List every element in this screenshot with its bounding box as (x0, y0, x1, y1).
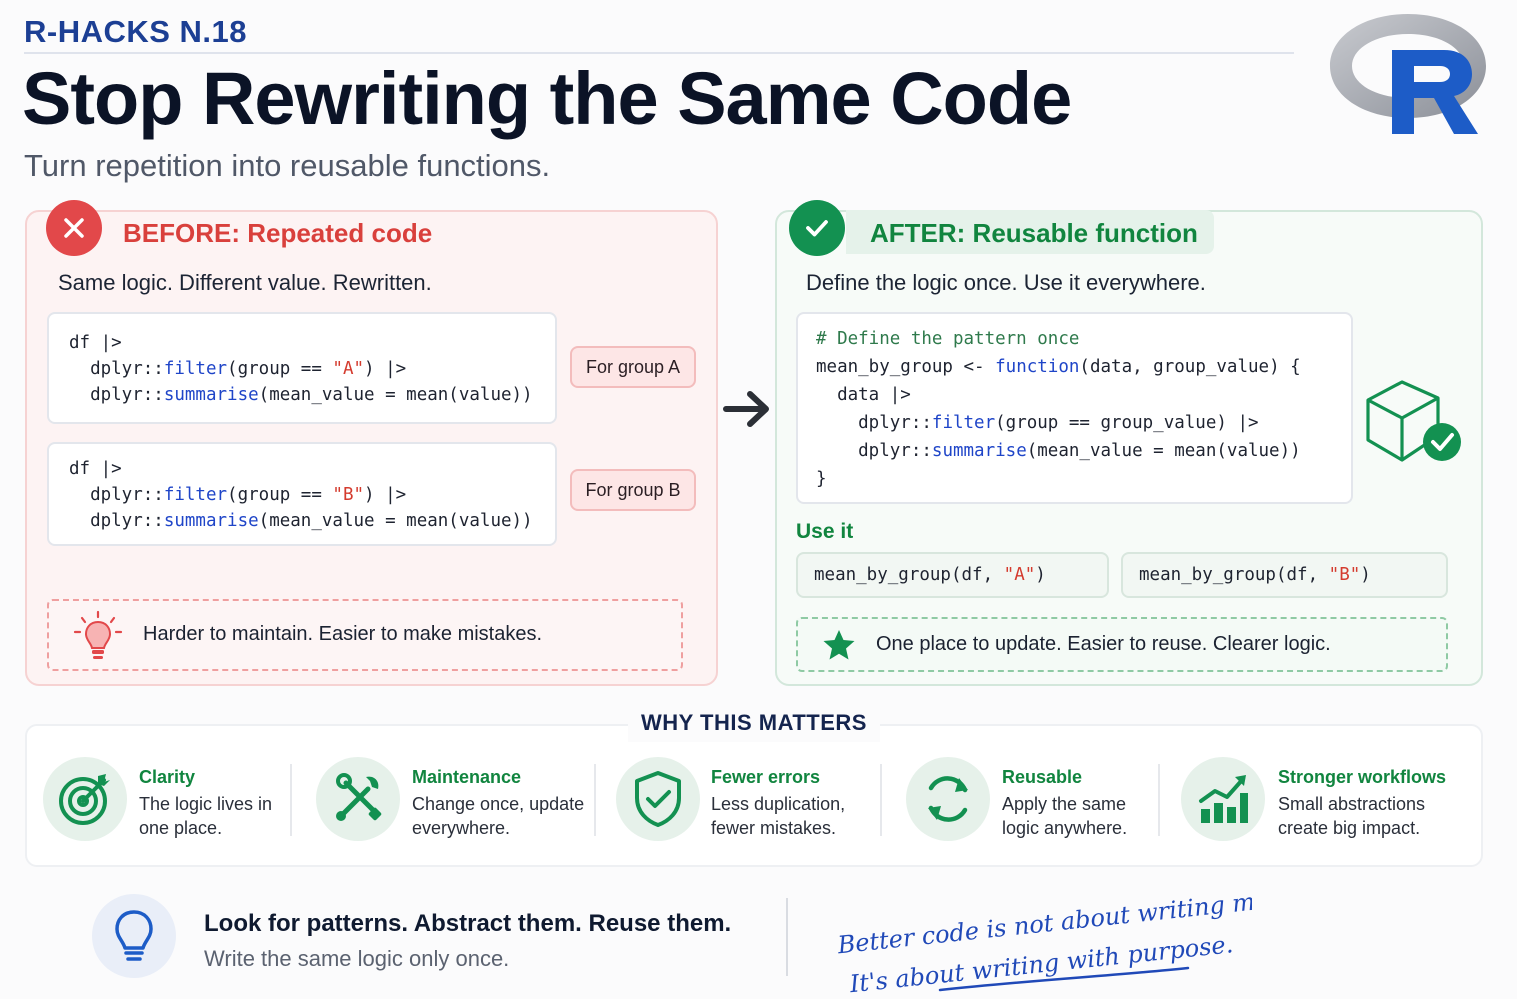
function-definition-code: # Define the pattern once mean_by_group … (796, 312, 1353, 504)
code-line: dplyr::filter(group == "A") |> (69, 359, 407, 379)
use-it-label: Use it (796, 520, 854, 543)
group-b-tag: For group B (570, 469, 696, 511)
group-a-tag: For group A (570, 346, 696, 388)
code-line: # Define the pattern once (816, 329, 1080, 349)
benefit-title: Clarity (139, 767, 196, 787)
usage-example-a: mean_by_group(df, "A") (796, 552, 1109, 598)
growth-chart-icon (1181, 757, 1265, 841)
after-heading: AFTER: Reusable function (870, 218, 1198, 248)
warning-text: Harder to maintain. Easier to make mista… (143, 623, 543, 645)
code-line: dplyr::summarise(mean_value = mean(value… (816, 441, 1301, 461)
refresh-icon (906, 757, 990, 841)
shield-check-icon (616, 757, 700, 841)
footer-subtitle: Write the same logic only once. (204, 946, 510, 971)
benefit-title: Stronger workflows (1278, 767, 1447, 787)
benefit-description: Small abstractions create big impact. (1278, 794, 1426, 838)
footer-title: Look for patterns. Abstract them. Reuse … (204, 910, 732, 937)
benefit-title: Reusable (1002, 767, 1083, 787)
code-line: mean_by_group <- function(data, group_va… (816, 357, 1301, 377)
close-icon (46, 200, 102, 256)
code-block-group-b: df |> dplyr::filter(group == "B") |> dpl… (47, 442, 557, 546)
page-title: Stop Rewriting the Same Code (22, 57, 1072, 140)
checkmark-icon (789, 200, 845, 256)
code-line: } (816, 469, 827, 489)
arrow-right-icon (723, 391, 769, 427)
page-subtitle: Turn repetition into reusable functions. (24, 148, 551, 183)
code-line: dplyr::filter(group == "B") |> (69, 485, 407, 505)
benefit-description: Change once, update everywhere. (412, 794, 585, 838)
benefit-description: Apply the same logic anywhere. (1002, 794, 1128, 838)
after-heading-band (846, 210, 1214, 254)
usage-example-b: mean_by_group(df, "B") (1121, 552, 1448, 598)
lightbulb-warning-icon (73, 610, 123, 659)
benefit-description: Less duplication, fewer mistakes. (711, 794, 846, 838)
benefit-callout-text: One place to update. Easier to reuse. Cl… (876, 633, 1331, 655)
code-line: dplyr::filter(group == group_value) |> (816, 413, 1259, 433)
target-icon (43, 757, 127, 841)
benefit-callout (796, 617, 1448, 672)
why-this-matters-title: WHY THIS MATTERS (641, 710, 867, 735)
package-check-icon (1366, 380, 1461, 462)
header-rule (24, 52, 1294, 54)
code-line: dplyr::summarise(mean_value = mean(value… (69, 385, 533, 405)
code-line: dplyr::summarise(mean_value = mean(value… (69, 511, 533, 531)
code-line: df |> (69, 459, 122, 479)
lightbulb-icon (92, 894, 176, 978)
benefit-title: Maintenance (412, 767, 522, 787)
handwritten-quote: Better code is not about writing more. I… (835, 883, 1252, 994)
benefit-description: The logic lives in one place. (139, 794, 273, 838)
warning-callout (47, 599, 683, 671)
after-description: Define the logic once. Use it everywhere… (806, 270, 1206, 295)
tools-icon (316, 757, 400, 841)
code-block-group-a: df |> dplyr::filter(group == "A") |> dpl… (47, 312, 557, 424)
r-logo-icon (1330, 14, 1486, 134)
benefit-title: Fewer errors (711, 767, 821, 787)
code-line: data |> (816, 385, 911, 405)
series-label: R-HACKS N.18 (24, 14, 248, 49)
star-icon (823, 630, 855, 660)
before-heading: BEFORE: Repeated code (123, 218, 433, 248)
before-description: Same logic. Different value. Rewritten. (58, 270, 432, 295)
code-line: df |> (69, 333, 122, 353)
